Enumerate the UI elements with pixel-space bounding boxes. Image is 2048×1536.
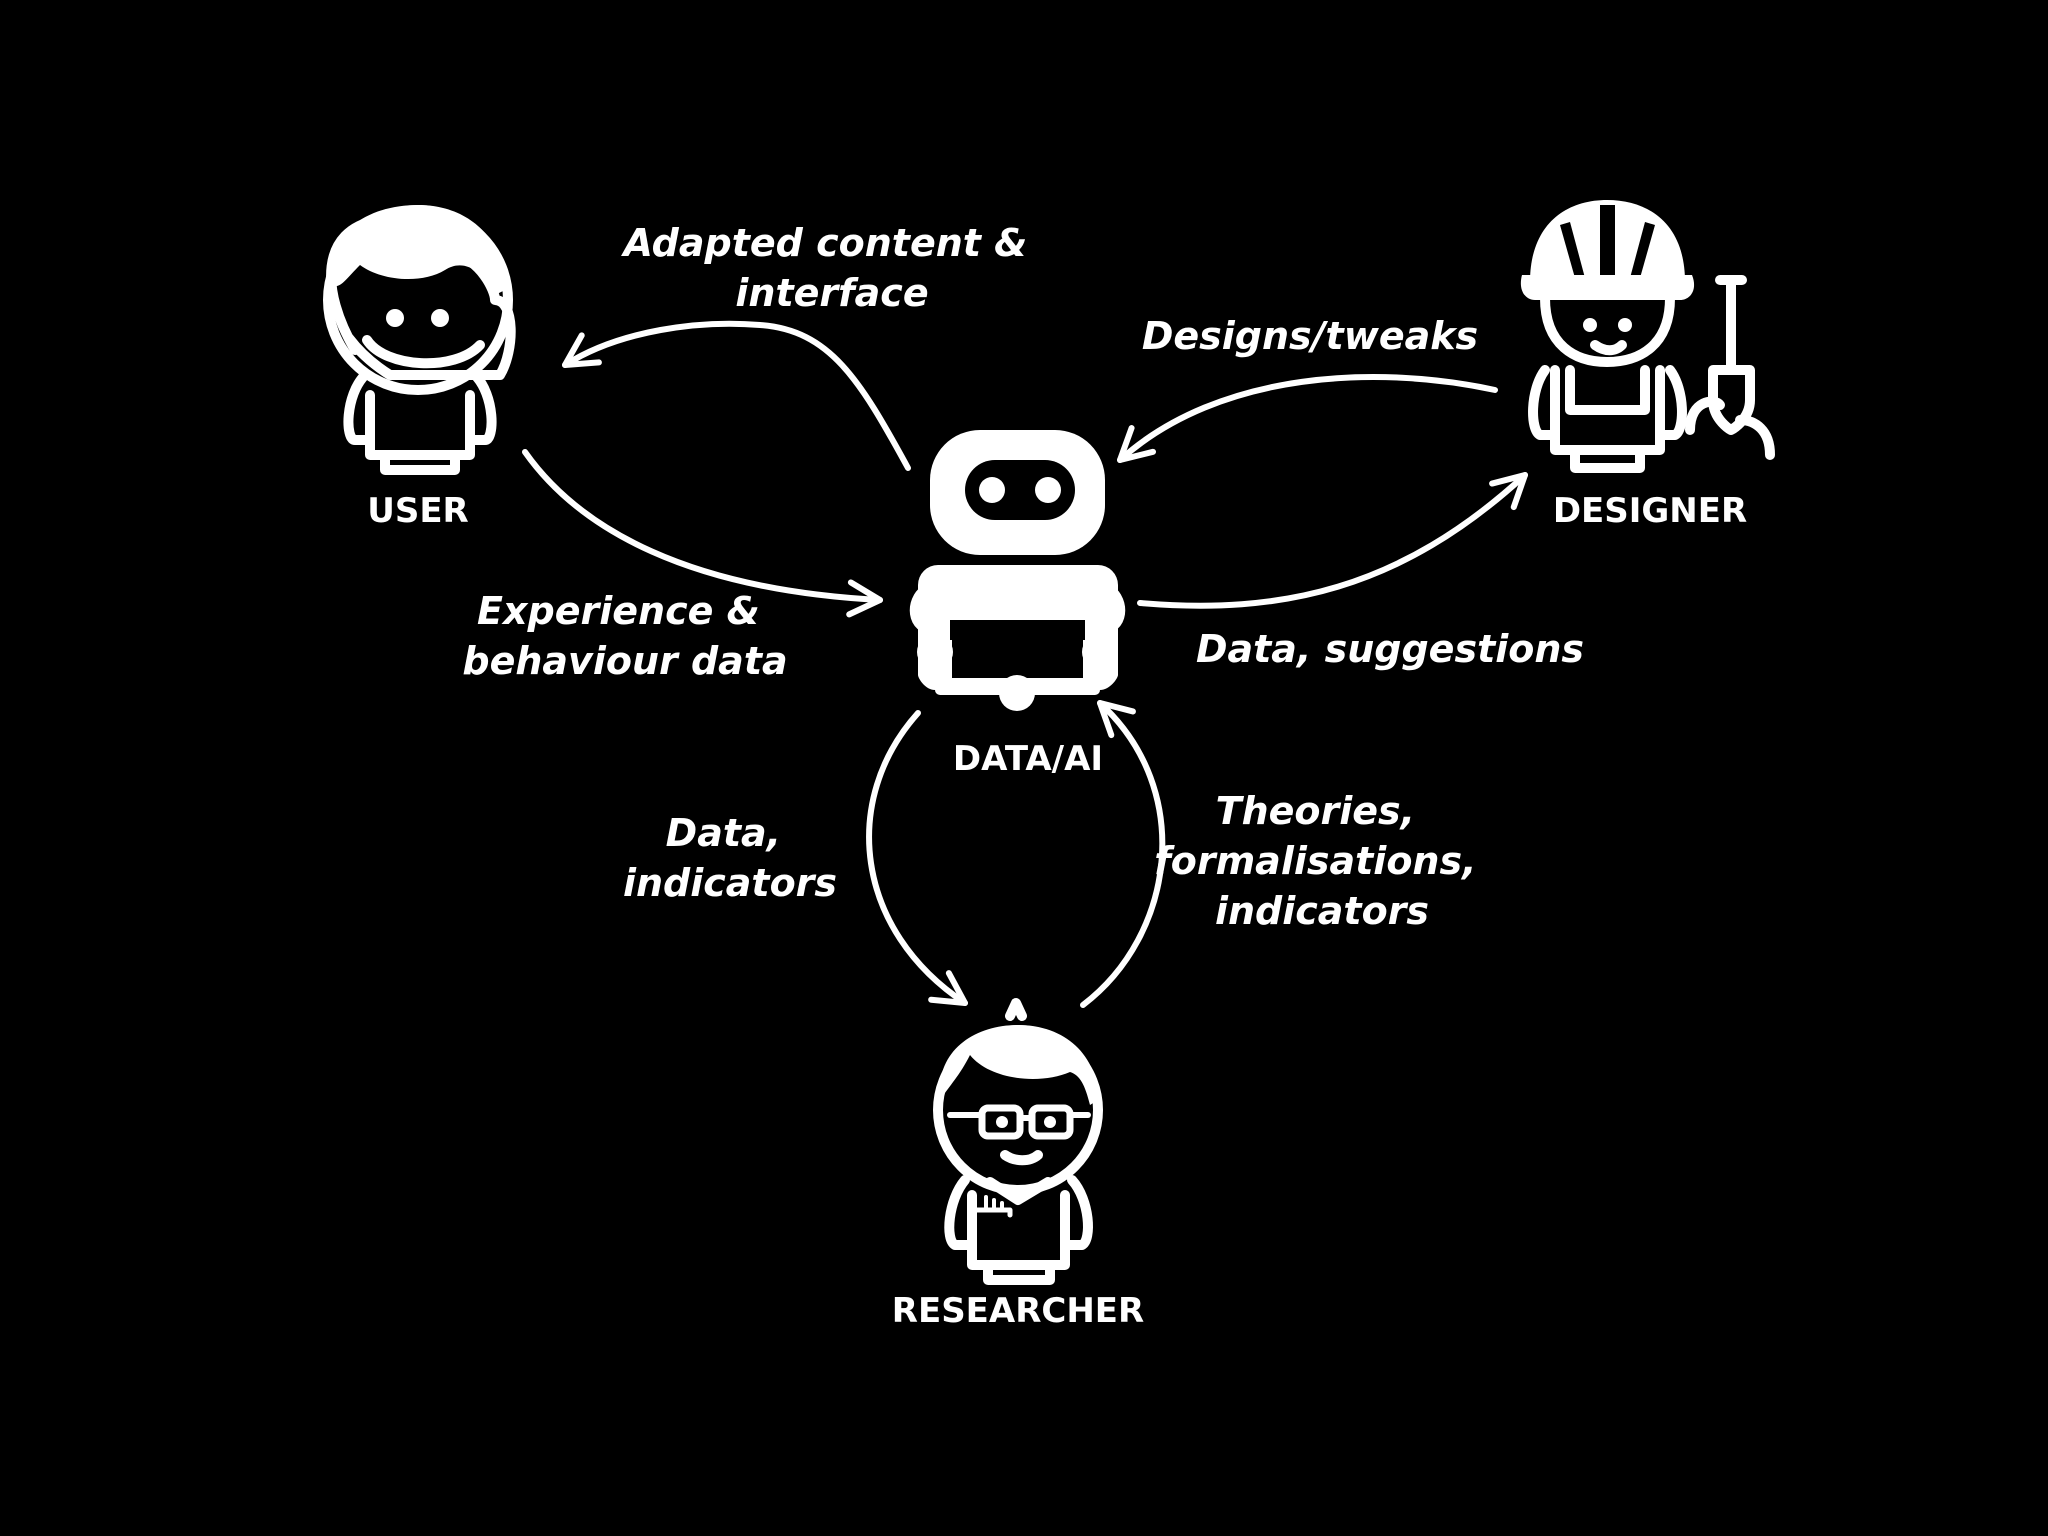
edge-ai-to-user-arrow [562,320,911,471]
node-designer-label: DESIGNER [1553,491,1747,531]
edge-ai-to-researcher-label: Data, indicators [623,811,837,905]
edge-user-to-ai-label: Experience & behaviour data [462,589,787,683]
designer-icon [1520,200,1775,473]
node-researcher-label: RESEARCHER [892,1291,1144,1331]
researcher-icon [933,998,1103,1285]
user-icon [323,205,516,475]
node-ai-label: DATA/AI [953,739,1103,779]
robot-icon [909,430,1126,711]
edge-researcher-to-ai-label: Theories, formalisations, indicators [1154,789,1490,933]
node-user-label: USER [367,491,469,531]
edge-ai-to-researcher-arrow [866,710,968,1006]
edge-user-to-ai-arrow [522,449,883,618]
edge-researcher-to-ai-arrow [1080,700,1166,1008]
edge-designer-to-ai-arrow [1117,374,1498,463]
edge-designer-to-ai-label: Designs/tweaks [1142,314,1478,358]
edge-ai-to-designer-label: Data, suggestions [1196,627,1584,671]
edge-ai-to-user-label: Adapted content & interface [620,221,1040,315]
edge-ai-to-designer-arrow [1137,472,1528,609]
